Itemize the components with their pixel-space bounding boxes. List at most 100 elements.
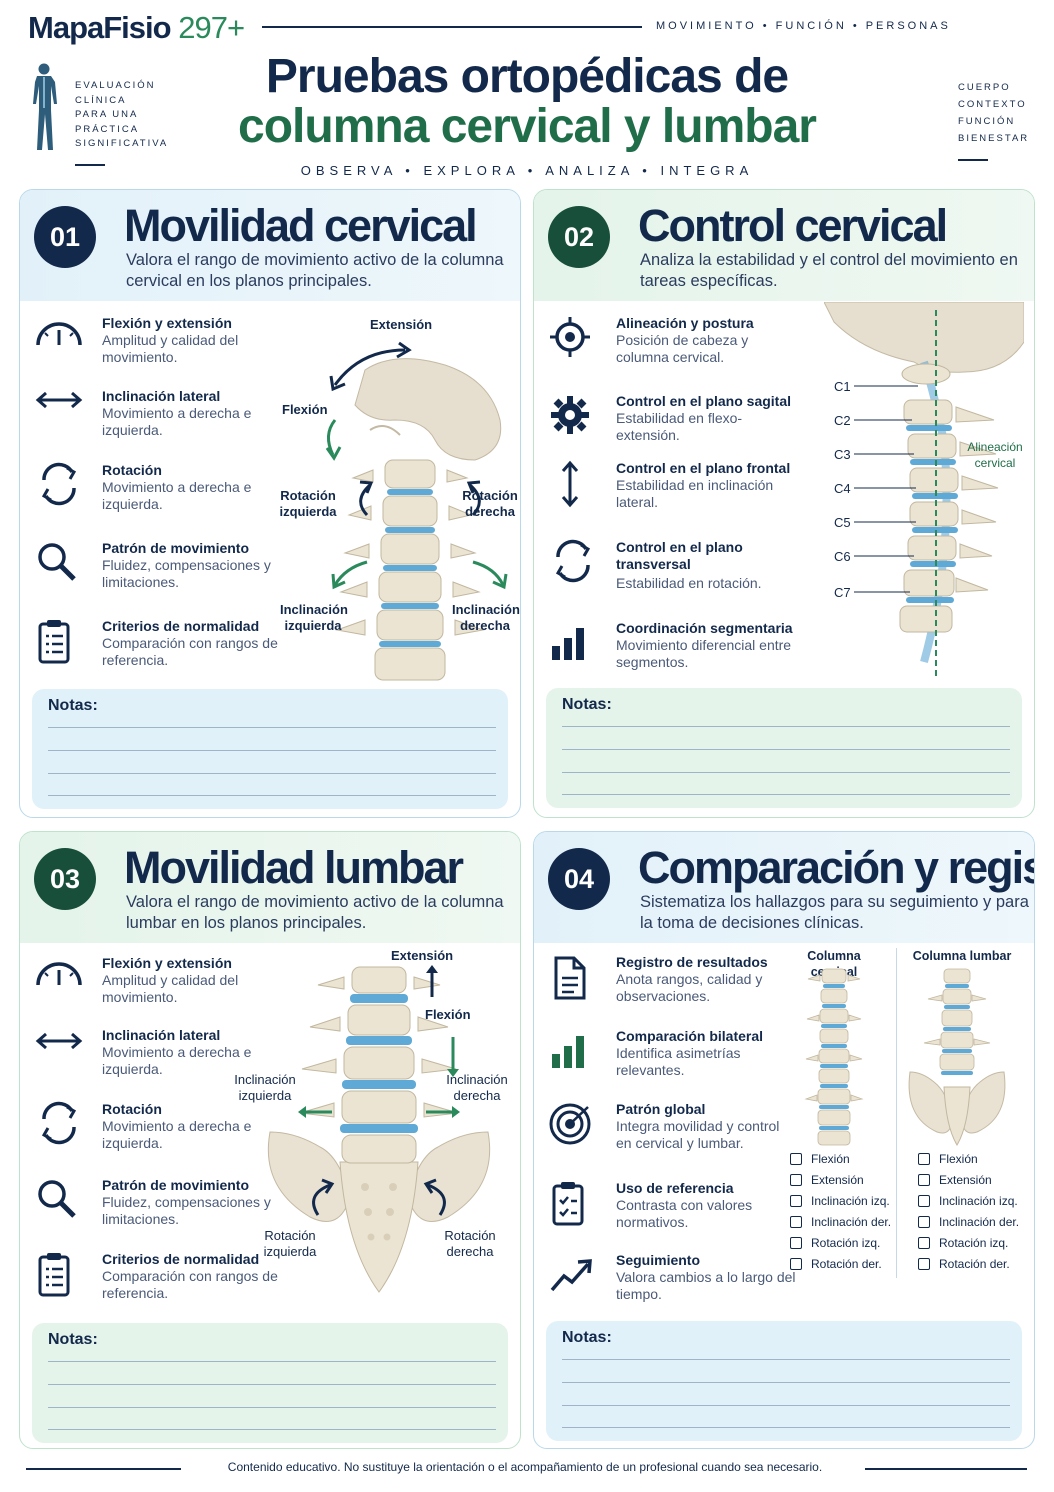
- checkbox-item[interactable]: Inclinación izq.: [918, 1194, 1018, 1208]
- notes-label: Notas:: [48, 697, 98, 714]
- lumbar-spine-illustration: [267, 965, 491, 1293]
- panel-number: 01: [34, 206, 96, 268]
- notes-box[interactable]: Notas:: [546, 688, 1022, 808]
- item-desc: Movimiento a derecha e izquierda.: [102, 405, 252, 438]
- checkbox[interactable]: [790, 1174, 802, 1186]
- checkbox[interactable]: [790, 1195, 802, 1207]
- note-line: [48, 1384, 496, 1385]
- checkbox-item[interactable]: Rotación izq.: [918, 1236, 1008, 1250]
- double-arrow-icon: [35, 1032, 83, 1050]
- list-item: Criterios de normalidad Comparación con …: [34, 618, 278, 688]
- panel-comparison-record: 04 Comparación y registro Sistematiza lo…: [533, 831, 1035, 1449]
- item-title: Seguimiento: [616, 1252, 701, 1268]
- list-item: Coordinación segmentaria Movimiento dife…: [548, 620, 793, 690]
- header-rule: [262, 26, 642, 28]
- checkbox-item[interactable]: Inclinación der.: [918, 1215, 1019, 1229]
- list-item: Control en el plano transversal Estabili…: [548, 539, 788, 609]
- magnifier-icon: [38, 543, 76, 581]
- vertical-arrow-icon: [561, 460, 579, 508]
- checkbox-item[interactable]: Extensión: [918, 1173, 992, 1187]
- right-copy-line: CUERPO: [958, 82, 1011, 93]
- checkbox-item[interactable]: Rotación der.: [790, 1257, 882, 1271]
- label-inclination-right: Inclinación derecha: [446, 1072, 508, 1103]
- cervical-alignment-illustration: [824, 302, 1024, 677]
- vertebra-label: C6: [834, 549, 851, 564]
- item-title: Criterios de normalidad: [102, 1251, 260, 1267]
- checkbox[interactable]: [918, 1258, 930, 1270]
- checkbox-label: Rotación der.: [811, 1257, 882, 1271]
- label-extension: Extensión: [391, 948, 454, 963]
- right-copy-line: FUNCIÓN: [958, 116, 1016, 127]
- note-line: [48, 727, 496, 728]
- note-line: [48, 750, 496, 751]
- item-title: Inclinación lateral: [102, 1027, 221, 1043]
- left-copy: EVALUACIÓN CLÍNICA PARA UNA PRÁCTICA SIG…: [75, 79, 168, 166]
- checkbox-label: Rotación der.: [939, 1257, 1010, 1271]
- checkbox-item[interactable]: Rotación izq.: [790, 1236, 880, 1250]
- double-arrow-icon: [35, 391, 83, 409]
- note-line: [562, 1427, 1010, 1428]
- note-line: [562, 1382, 1010, 1383]
- list-item: Flexión y extensión Amplitud y calidad d…: [34, 955, 274, 1025]
- checkbox[interactable]: [790, 1216, 802, 1228]
- list-item: Rotación Movimiento a derecha e izquierd…: [34, 1101, 274, 1171]
- checkbox[interactable]: [918, 1174, 930, 1186]
- panel-number: 04: [548, 848, 610, 910]
- checkbox[interactable]: [790, 1237, 802, 1249]
- checkbox[interactable]: [790, 1153, 802, 1165]
- gear-icon: [551, 396, 589, 434]
- title-line-1: Pruebas ortopédicas de: [265, 50, 789, 103]
- item-desc: Movimiento diferencial entre segmentos.: [616, 637, 792, 670]
- note-line: [562, 1359, 1010, 1360]
- panel-title: Control cervical: [638, 200, 948, 251]
- panel-title: Movilidad cervical: [124, 200, 478, 251]
- cervical-spine-thumbnail: [804, 968, 864, 1146]
- note-line: [48, 1361, 496, 1362]
- checkbox-label: Flexión: [811, 1152, 850, 1166]
- notes-label: Notas:: [562, 696, 612, 713]
- checkbox-item[interactable]: Inclinación izq.: [790, 1194, 890, 1208]
- left-copy-line: PRÁCTICA: [75, 123, 140, 135]
- clipboard-check-icon: [552, 1182, 584, 1226]
- checkbox-label: Flexión: [939, 1152, 978, 1166]
- notes-box[interactable]: Notas:: [546, 1321, 1022, 1441]
- checkbox-item[interactable]: Rotación der.: [918, 1257, 1010, 1271]
- panel-description: Valora el rango de movimiento activo de …: [126, 251, 504, 290]
- checkbox[interactable]: [918, 1153, 930, 1165]
- item-title: Uso de referencia: [616, 1180, 734, 1196]
- right-copy-line: BIENESTAR: [958, 133, 1030, 144]
- checkbox[interactable]: [918, 1195, 930, 1207]
- list-item: Uso de referencia Contrasta con valores …: [548, 1180, 788, 1250]
- right-copy-line: CONTEXTO: [958, 99, 1027, 110]
- target-icon: [550, 317, 590, 357]
- human-figure-icon: [33, 63, 57, 150]
- cervical-spine-illustration: [325, 341, 508, 681]
- checkbox-item[interactable]: Extensión: [790, 1173, 864, 1187]
- label-rotation-right: Rotación derecha: [444, 1228, 496, 1259]
- checkbox-item[interactable]: Inclinación der.: [790, 1215, 891, 1229]
- checkbox[interactable]: [790, 1258, 802, 1270]
- item-title: Rotación: [102, 462, 162, 478]
- gauge-icon: [36, 322, 82, 346]
- item-desc: Posición de cabeza y columna cervical.: [616, 332, 749, 365]
- item-title: Control en el plano frontal: [616, 460, 791, 476]
- brand-name: MapaFisio: [28, 10, 172, 45]
- checkbox-item[interactable]: Flexión: [918, 1152, 978, 1166]
- panel-header: [20, 832, 520, 943]
- checkbox-label: Inclinación der.: [811, 1215, 892, 1229]
- notes-box[interactable]: Notas:: [32, 689, 508, 809]
- checkbox-item[interactable]: Flexión: [790, 1152, 850, 1166]
- checkbox[interactable]: [918, 1216, 930, 1228]
- item-title: Registro de resultados: [616, 954, 768, 970]
- checkbox[interactable]: [918, 1237, 930, 1249]
- document-icon: [554, 956, 586, 1000]
- checkbox-label: Extensión: [939, 1173, 992, 1187]
- notes-box[interactable]: Notas:: [32, 1323, 508, 1443]
- gauge-icon: [36, 962, 82, 986]
- list-item: Patrón global Integra movilidad y contro…: [548, 1101, 788, 1171]
- note-line: [48, 795, 496, 796]
- item-desc: Amplitud y calidad del movimiento.: [102, 332, 239, 365]
- label-cervical-alignment: Alineación cervical: [967, 440, 1023, 470]
- panel-title: Comparación y registro: [638, 842, 1034, 893]
- panel-header: [534, 832, 1034, 943]
